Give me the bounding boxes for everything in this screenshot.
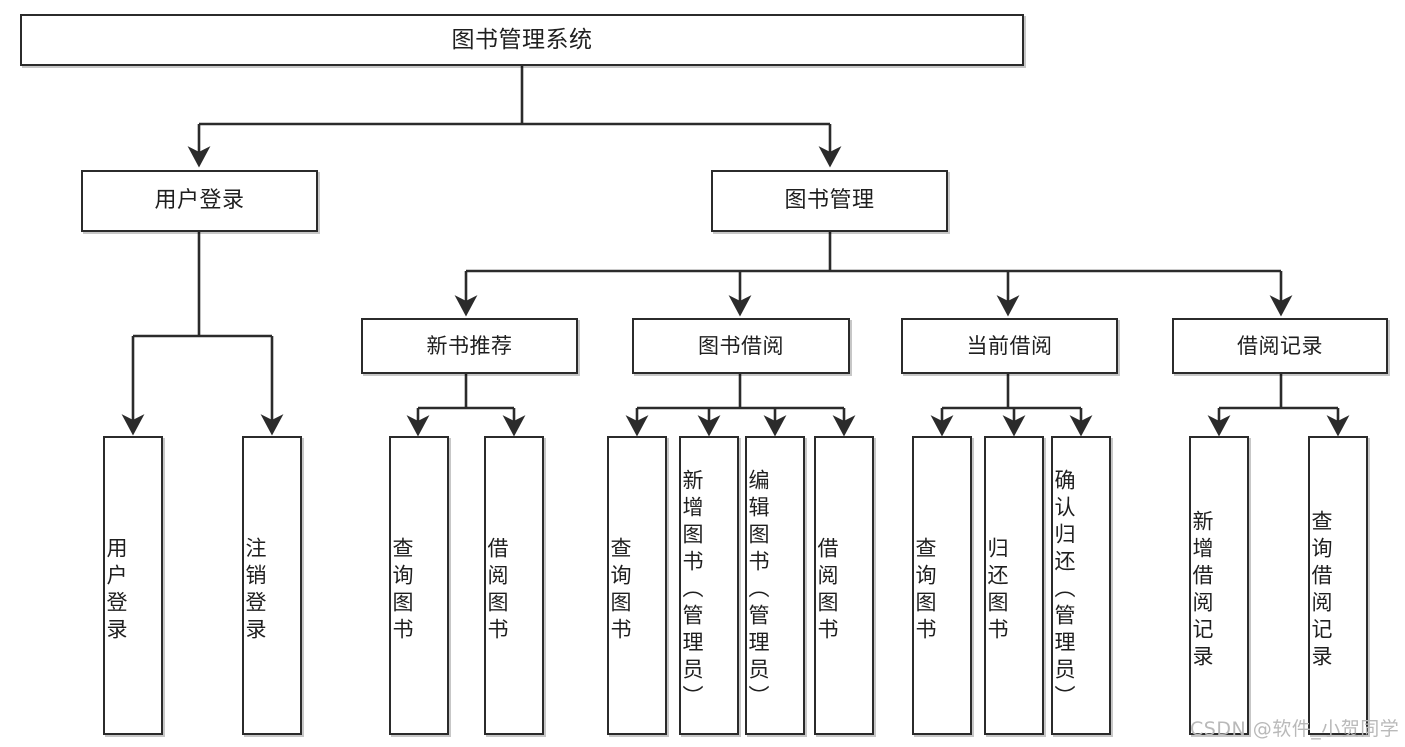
node-current-borrow-label: 当前借阅 — [966, 333, 1053, 358]
node-user-login[interactable]: 用户登录 — [81, 170, 318, 232]
book-manage-to-level3-connectors — [454, 232, 1293, 317]
leaf-confirm-return-admin[interactable]: 确认归还（管理员） — [1051, 436, 1111, 735]
node-current-borrow[interactable]: 当前借阅 — [901, 318, 1118, 374]
node-borrow-record[interactable]: 借阅记录 — [1172, 318, 1388, 374]
borrow-record-to-leaf-connectors — [1207, 374, 1350, 437]
user-login-to-leaf-connectors — [121, 232, 284, 436]
leaf-edit-book-admin-label: 编辑图书（管理员） — [746, 469, 770, 712]
node-book-borrow-label: 图书借阅 — [698, 333, 784, 358]
leaf-add-book-admin-label: 新增图书（管理员） — [680, 469, 704, 712]
node-user-login-label: 用户登录 — [154, 188, 245, 214]
leaf-query-book-current-label: 查询图书 — [913, 536, 937, 645]
leaf-logout[interactable]: 注销登录 — [242, 436, 302, 735]
node-book-management[interactable]: 图书管理 — [711, 170, 948, 232]
leaf-edit-book-admin[interactable]: 编辑图书（管理员） — [745, 436, 805, 735]
leaf-query-book-borrow-label: 查询图书 — [608, 536, 632, 645]
leaf-return-book[interactable]: 归还图书 — [984, 436, 1044, 735]
node-root-label: 图书管理系统 — [451, 26, 593, 53]
node-root-system[interactable]: 图书管理系统 — [20, 14, 1024, 66]
leaf-confirm-return-admin-label: 确认归还（管理员） — [1052, 469, 1076, 712]
leaf-add-borrow-record[interactable]: 新增借阅记录 — [1189, 436, 1249, 735]
leaf-query-book-current[interactable]: 查询图书 — [912, 436, 972, 735]
leaf-query-borrow-record-label: 查询借阅记录 — [1309, 509, 1333, 672]
leaf-borrow-book-rec[interactable]: 借阅图书 — [484, 436, 544, 735]
new-book-rec-to-leaf-connectors — [406, 374, 526, 437]
leaf-query-book-rec-label: 查询图书 — [390, 536, 414, 645]
leaf-borrow-book-label: 借阅图书 — [815, 536, 839, 645]
node-borrow-record-label: 借阅记录 — [1237, 333, 1323, 358]
leaf-logout-label: 注销登录 — [243, 536, 267, 645]
leaf-borrow-book-rec-label: 借阅图书 — [485, 536, 509, 645]
leaf-borrow-book[interactable]: 借阅图书 — [814, 436, 874, 735]
node-book-management-label: 图书管理 — [784, 188, 875, 214]
leaf-user-login[interactable]: 用户登录 — [103, 436, 163, 735]
leaf-query-book-borrow[interactable]: 查询图书 — [607, 436, 667, 735]
node-new-book-recommend-label: 新书推荐 — [426, 333, 513, 358]
leaf-user-login-label: 用户登录 — [104, 536, 128, 645]
current-borrow-to-leaf-connectors — [930, 374, 1093, 437]
leaf-query-borrow-record[interactable]: 查询借阅记录 — [1308, 436, 1368, 735]
node-book-borrow[interactable]: 图书借阅 — [632, 318, 850, 374]
leaf-add-book-admin[interactable]: 新增图书（管理员） — [679, 436, 739, 735]
root-to-level2-connectors — [187, 66, 842, 168]
node-new-book-recommend[interactable]: 新书推荐 — [361, 318, 578, 374]
book-borrow-to-leaf-connectors — [625, 374, 856, 437]
leaf-add-borrow-record-label: 新增借阅记录 — [1190, 509, 1214, 672]
leaf-return-book-label: 归还图书 — [985, 536, 1009, 645]
leaf-query-book-rec[interactable]: 查询图书 — [389, 436, 449, 735]
